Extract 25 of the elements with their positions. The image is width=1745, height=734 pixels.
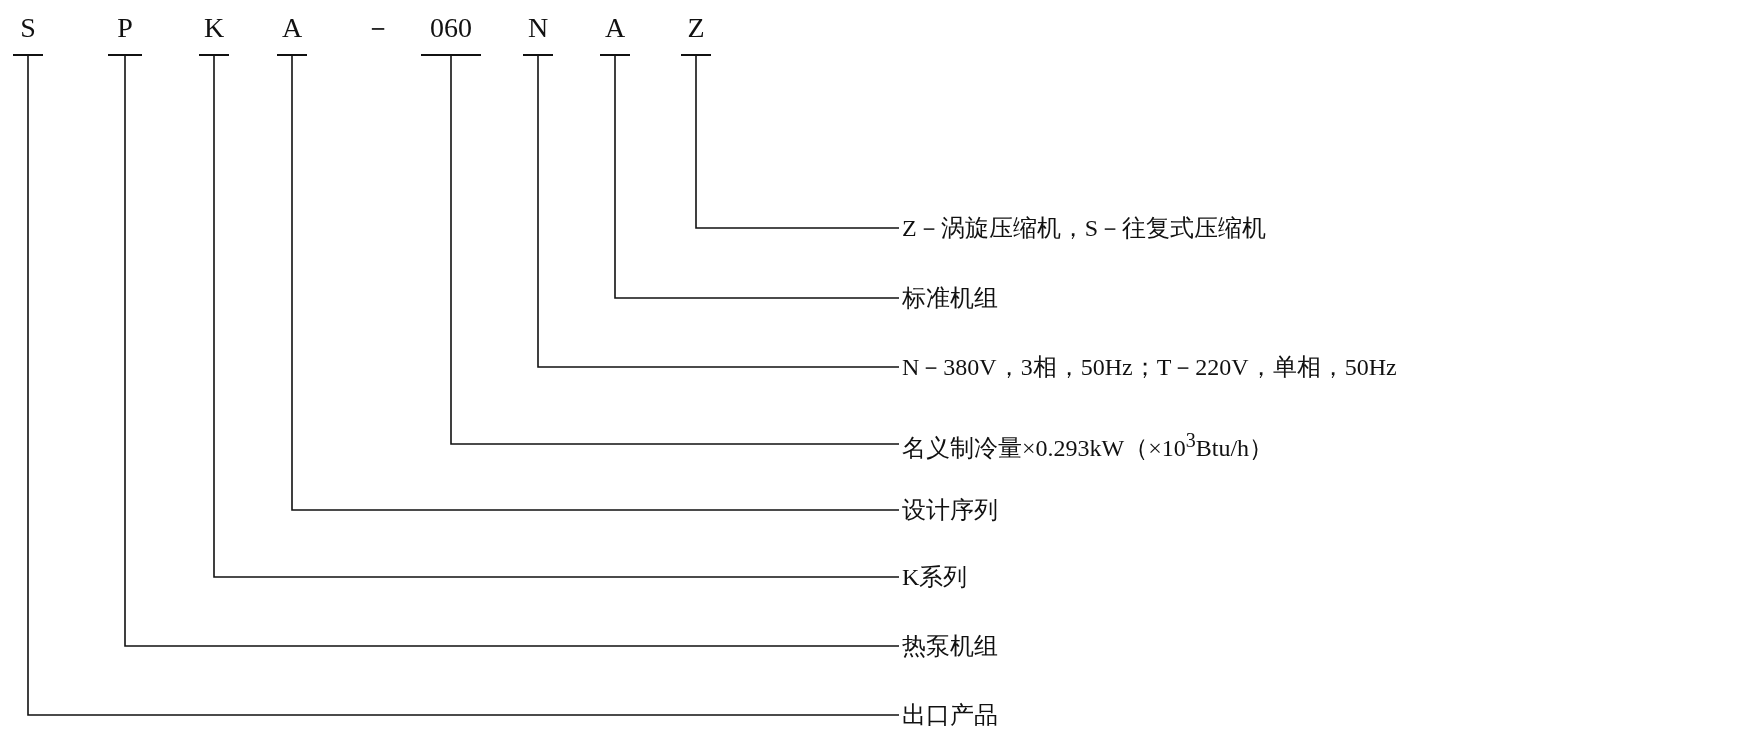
separator-dash: － <box>364 11 392 45</box>
code-letter: S <box>13 8 43 56</box>
leader-line <box>124 55 900 647</box>
code-letter: 060 <box>421 8 481 56</box>
leader-line <box>695 55 900 229</box>
leader-line <box>291 55 900 511</box>
code-description: 热泵机组 <box>902 631 998 661</box>
leader-line <box>614 55 900 299</box>
code-description: K系列 <box>902 562 968 592</box>
leader-line <box>537 55 900 368</box>
code-letter: K <box>199 8 229 56</box>
leader-line <box>213 55 900 578</box>
code-description: 设计序列 <box>902 495 998 525</box>
code-description: 标准机组 <box>902 283 998 313</box>
leader-line <box>27 55 900 716</box>
code-description: 名义制冷量×0.293kW（×10$^{3}$Btu/h） <box>902 425 1274 463</box>
code-letter: N <box>523 8 553 56</box>
code-letter: P <box>108 8 142 56</box>
code-letter: A <box>600 8 630 56</box>
code-description: 出口产品 <box>902 700 998 730</box>
code-letter: Z <box>681 8 711 56</box>
leader-line <box>450 55 900 445</box>
code-description: N－380V，3相，50Hz；T－220V，单相，50Hz <box>902 352 1397 382</box>
code-letter: A <box>277 8 307 56</box>
code-description: Z－涡旋压缩机，S－往复式压缩机 <box>902 213 1266 243</box>
